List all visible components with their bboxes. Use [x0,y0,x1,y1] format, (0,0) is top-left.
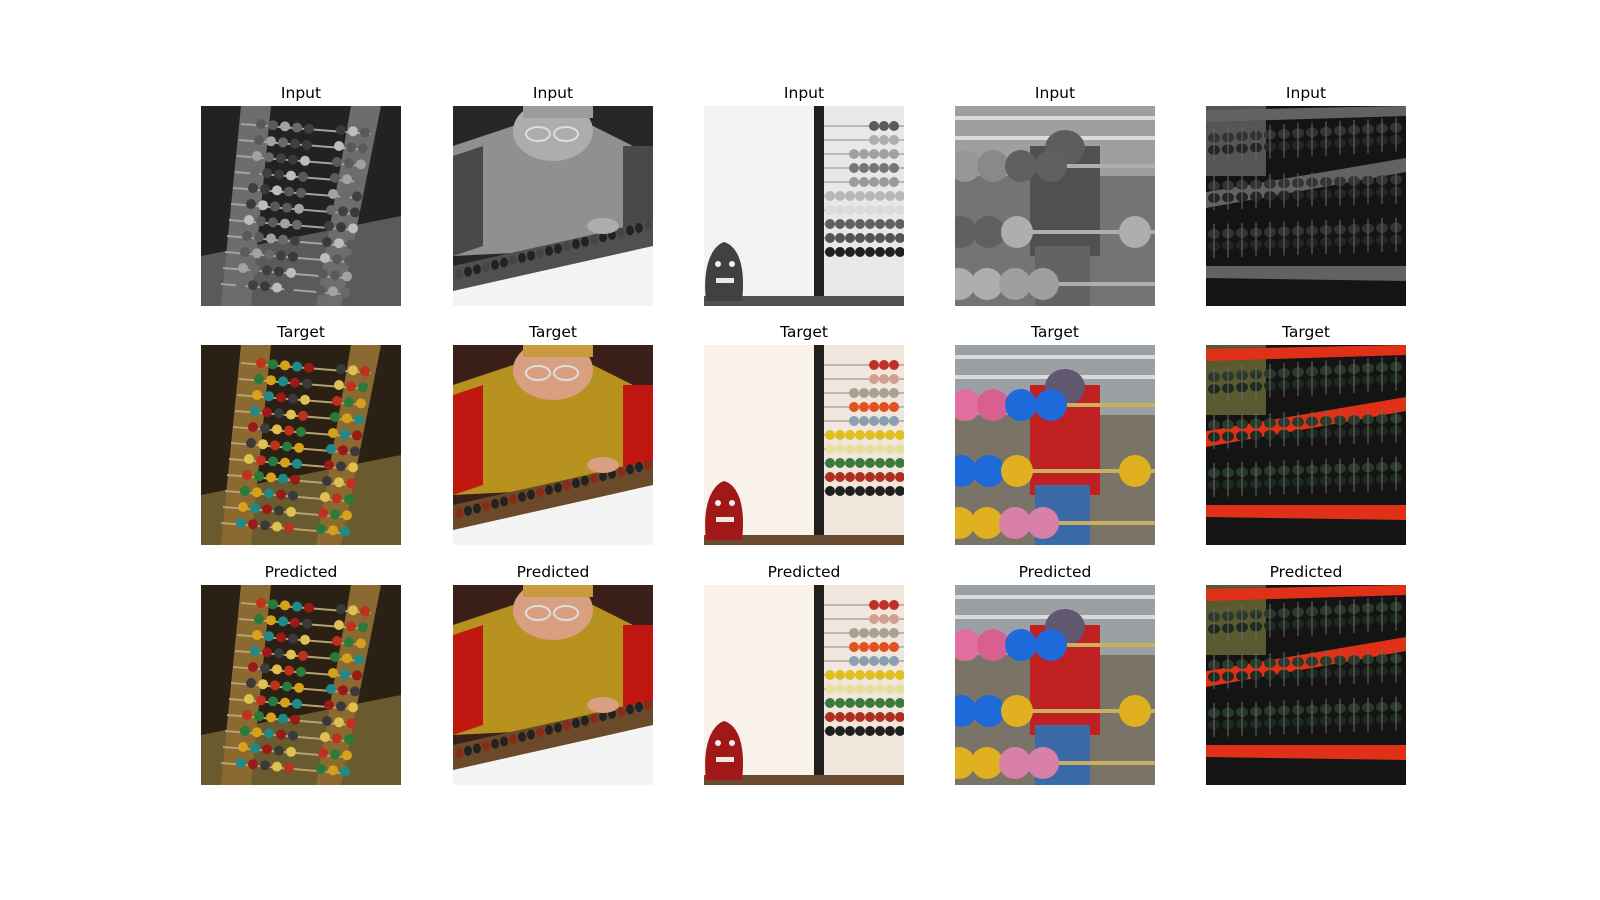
cell-title: Input [532,84,574,102]
photo-input [704,106,904,306]
photo-input [201,106,401,306]
cell-title: Target [529,323,577,341]
cell-title: Input [783,84,825,102]
photo-predicted [1206,585,1406,785]
cell-title: Predicted [264,563,338,581]
photo-predicted [704,585,904,785]
cell-title: Input [280,84,322,102]
photo-target [1206,345,1406,545]
cell-title: Target [780,323,828,341]
cell-title: Input [1034,84,1076,102]
photo-predicted [201,585,401,785]
cell-title: Input [1285,84,1327,102]
photo-input [453,106,653,306]
photo-target [955,345,1155,545]
photo-predicted [955,585,1155,785]
photo-predicted [453,585,653,785]
cell-title: Predicted [767,563,841,581]
cell-title: Predicted [1269,563,1343,581]
photo-input [955,106,1155,306]
cell-title: Predicted [1018,563,1092,581]
photo-input [1206,106,1406,306]
cell-title: Target [277,323,325,341]
cell-title: Target [1282,323,1330,341]
photo-target [453,345,653,545]
photo-target [704,345,904,545]
cell-title: Predicted [516,563,590,581]
photo-target [201,345,401,545]
cell-title: Target [1031,323,1079,341]
